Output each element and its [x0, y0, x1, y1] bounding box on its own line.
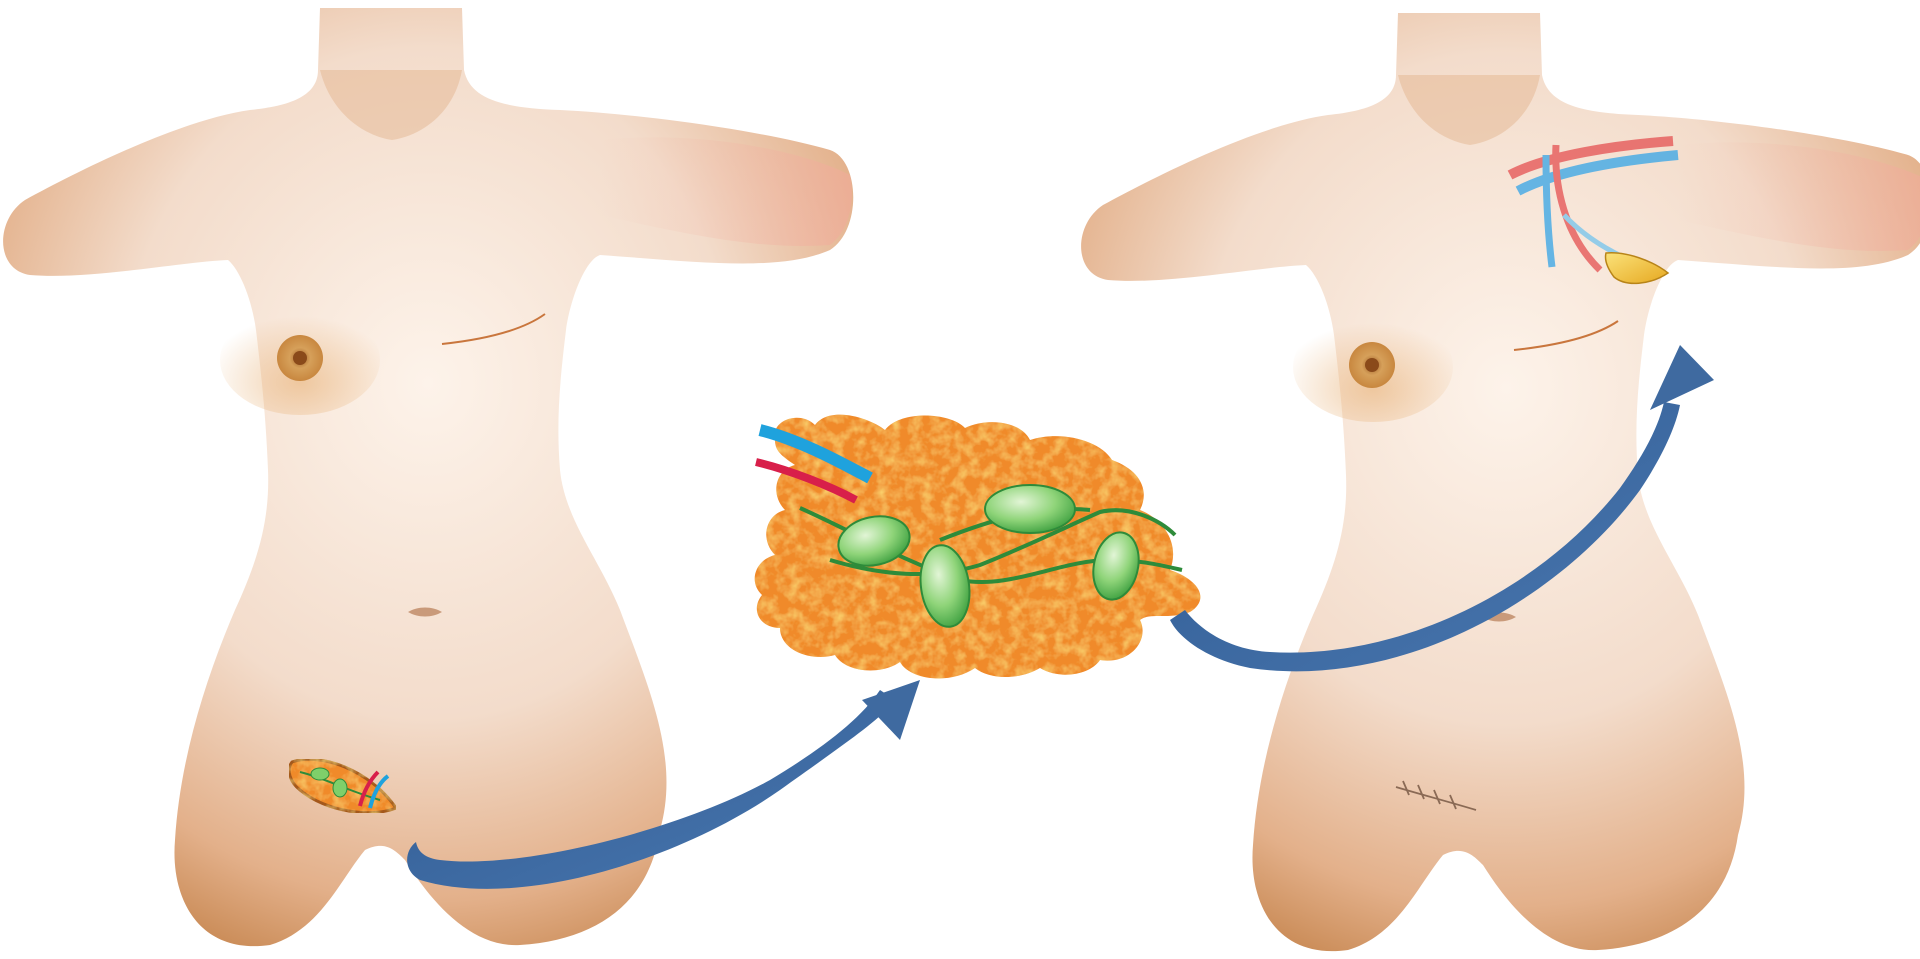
recipient-nipple	[1365, 358, 1379, 372]
harvest-site-node-1	[311, 768, 329, 780]
harvest-site-node-2	[333, 779, 347, 797]
donor-nipple	[293, 351, 307, 365]
lymph-node-flap	[755, 415, 1201, 679]
lymph-node-3	[985, 485, 1075, 533]
recipient-torso	[1081, 13, 1920, 951]
arrow-2-head	[1650, 345, 1714, 410]
